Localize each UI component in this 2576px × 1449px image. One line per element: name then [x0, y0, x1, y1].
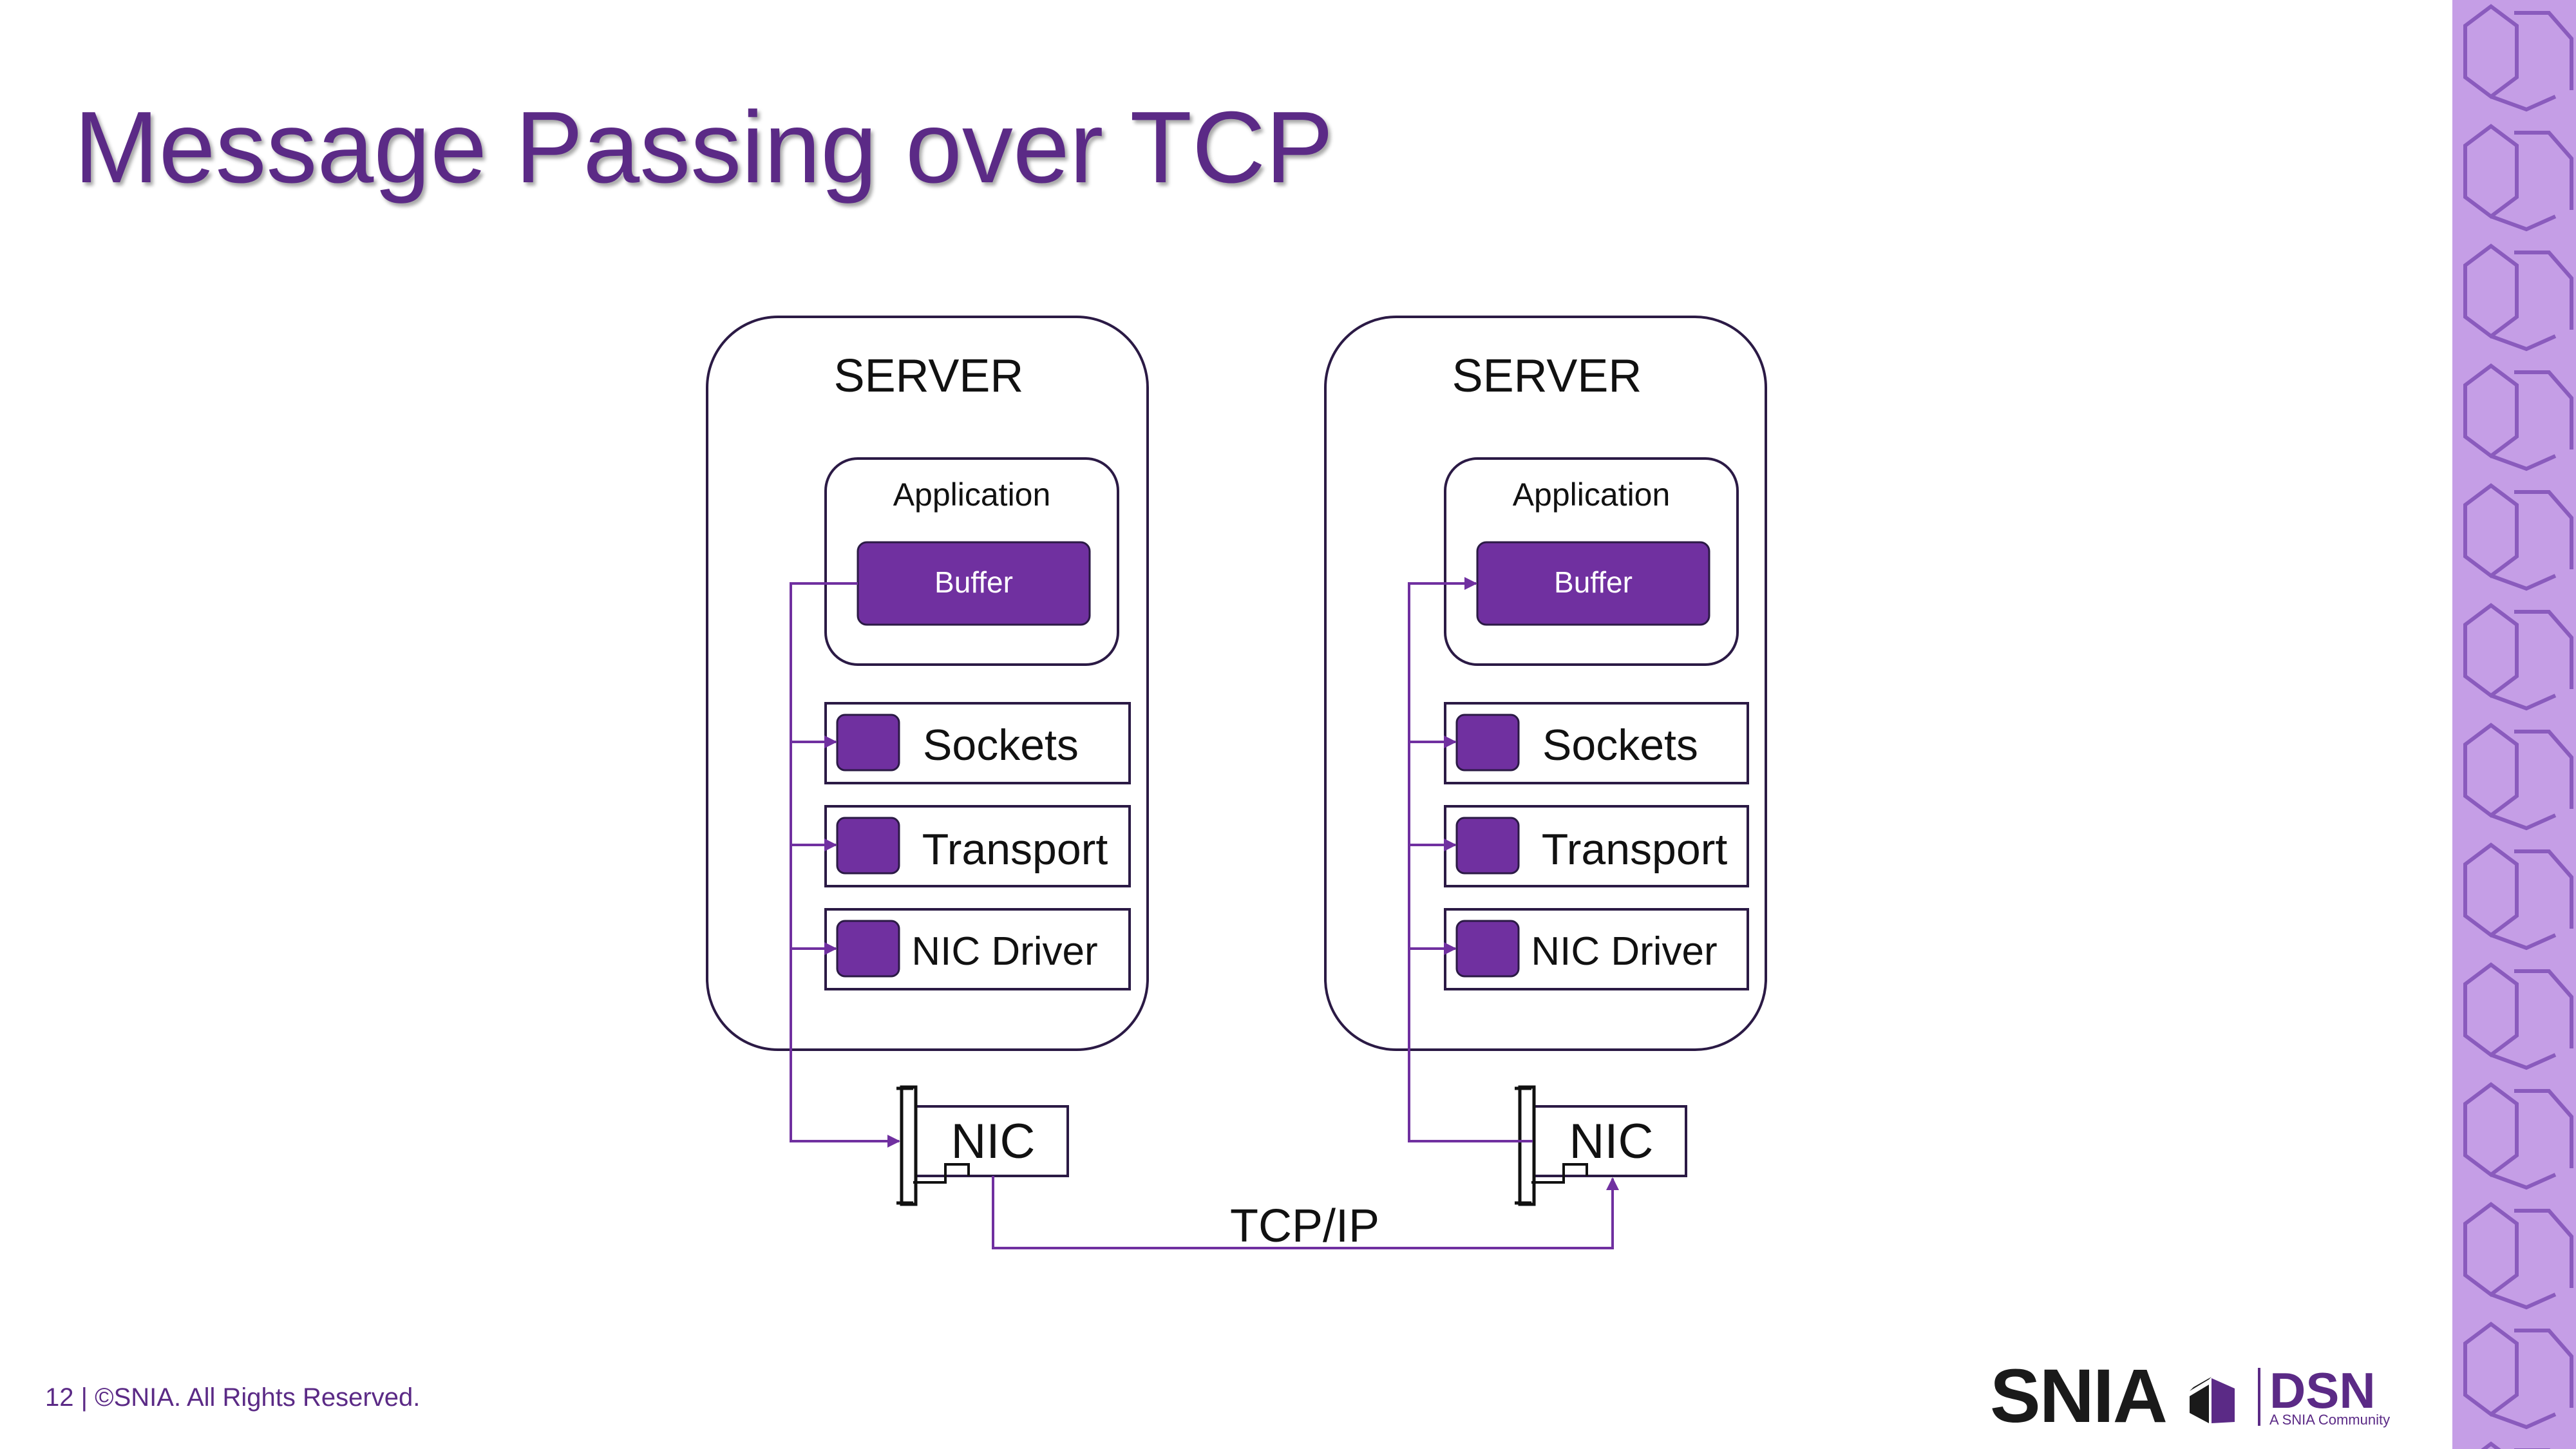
server-1-nic-driver-square [836, 920, 900, 978]
server-1-application-box [824, 457, 1119, 666]
server-1-box [706, 316, 1149, 1051]
server-2-data-path [1408, 577, 1533, 1142]
server-2-buffer-label: Buffer [1554, 565, 1633, 599]
server-1-transport-square [836, 817, 900, 875]
server-1-data-path [790, 582, 900, 1148]
server-1-buffer-label: Buffer [934, 565, 1013, 599]
server-2-application-box [1444, 457, 1739, 666]
server-2-nic-driver-label: NIC Driver [1531, 929, 1717, 974]
server-1: SERVER Application Buffer Sockets Transp… [706, 316, 1149, 1206]
server-2-box [1324, 316, 1767, 1051]
server-2: SERVER Application Buffer Sockets Transp… [1324, 316, 1767, 1206]
dsn-tagline: A SNIA Community [2269, 1412, 2390, 1428]
snia-logo-text: SNIA [1990, 1359, 2166, 1430]
dsn-logo-text: DSN [2269, 1362, 2376, 1419]
server-2-transport-label: Transport [1542, 825, 1728, 874]
server-1-sockets-square [836, 714, 900, 772]
server-1-transport-label: Transport [922, 825, 1108, 874]
slide-title: Message Passing over TCP [74, 91, 1334, 204]
server-1-sockets-label: Sockets [923, 721, 1079, 770]
server-2-label: SERVER [1452, 350, 1642, 402]
server-2-nic-driver-square [1455, 920, 1520, 978]
stripe-pattern-icon [2452, 0, 2576, 1449]
tcp-ip-label: TCP/IP [1230, 1200, 1379, 1252]
server-1-label: SERVER [834, 350, 1024, 402]
server-2-application-label: Application [1513, 477, 1671, 513]
decorative-stripe [2452, 0, 2576, 1449]
server-1-nic-label: NIC [951, 1114, 1036, 1169]
server-1-nic-driver-label: NIC Driver [911, 929, 1097, 974]
server-2-sockets-square [1455, 714, 1520, 772]
tcp-ip-link: TCP/IP [992, 1176, 1619, 1252]
slide-footer: 12 | ©SNIA. All Rights Reserved. [45, 1383, 421, 1412]
server-1-application-label: Application [893, 477, 1051, 513]
server-2-nic: NIC [1515, 1085, 1687, 1206]
server-1-nic: NIC [896, 1085, 1069, 1206]
server-2-nic-label: NIC [1569, 1114, 1654, 1169]
snia-dsn-logo: SNIA DSN A SNIA Community [1990, 1359, 2390, 1430]
server-2-sockets-label: Sockets [1542, 721, 1698, 770]
snia-mark-icon [2190, 1377, 2235, 1423]
server-2-transport-square [1455, 817, 1520, 875]
server-2-buffer-box [1476, 541, 1710, 626]
